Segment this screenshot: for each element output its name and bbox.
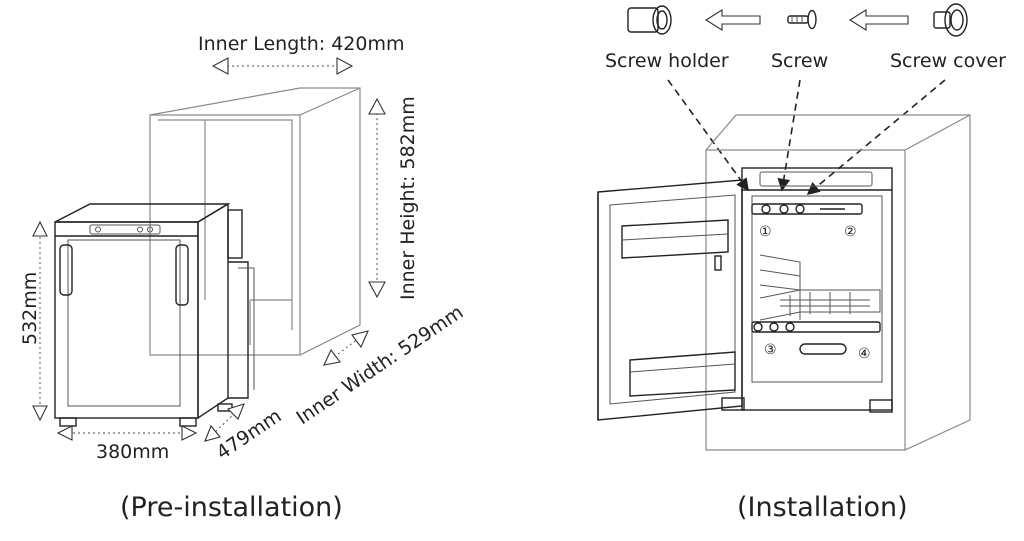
fridge-width-label: 380mm — [96, 441, 169, 463]
installation-cabinet — [705, 114, 971, 451]
inner-height-arrow — [368, 97, 386, 299]
assembly-arrow-left-2 — [848, 9, 909, 31]
screw-label: Screw — [771, 50, 828, 72]
fridge-illustration — [54, 202, 255, 427]
inner-length-label: Inner Length: 420mm — [198, 33, 405, 55]
fridge-door — [597, 179, 743, 421]
cabinet-outline — [149, 87, 361, 356]
installed-fridge — [721, 167, 893, 413]
assembly-arrow-left-1 — [704, 9, 761, 31]
step-marker-1: ① — [759, 224, 772, 240]
screw-holder-label: Screw holder — [605, 50, 729, 72]
fridge-height-label: 532mm — [19, 272, 41, 345]
fridge-height-dimension — [32, 220, 48, 422]
installation-caption: (Installation) — [737, 492, 908, 523]
fridge-depth-label: 479mm — [212, 405, 285, 464]
screw-holder-leader — [667, 79, 749, 192]
screw-cover-icon — [933, 3, 968, 37]
fridge-width-dimension — [56, 425, 198, 441]
pre-installation-diagram: Inner Length: 420mm Inner Height: 582mm … — [19, 33, 467, 523]
step-marker-2: ② — [844, 224, 857, 240]
fridge-depth-dimension — [204, 403, 245, 442]
inner-height-label: Inner Height: 582mm — [397, 96, 419, 300]
installation-diagram: Screw holder Screw Screw cover — [597, 3, 1006, 523]
screw-leader — [777, 79, 801, 192]
screw-icon — [787, 9, 817, 30]
pre-installation-caption: (Pre-installation) — [120, 492, 343, 523]
screw-holder-icon — [627, 5, 672, 35]
inner-width-label: Inner Width: 529mm — [292, 301, 467, 429]
step-marker-4: ④ — [858, 346, 871, 362]
inner-length-arrow — [211, 57, 354, 75]
screw-cover-leader — [806, 79, 946, 196]
step-marker-3: ③ — [764, 342, 777, 358]
screw-cover-label: Screw cover — [890, 50, 1006, 72]
inner-width-arrow — [323, 330, 369, 366]
